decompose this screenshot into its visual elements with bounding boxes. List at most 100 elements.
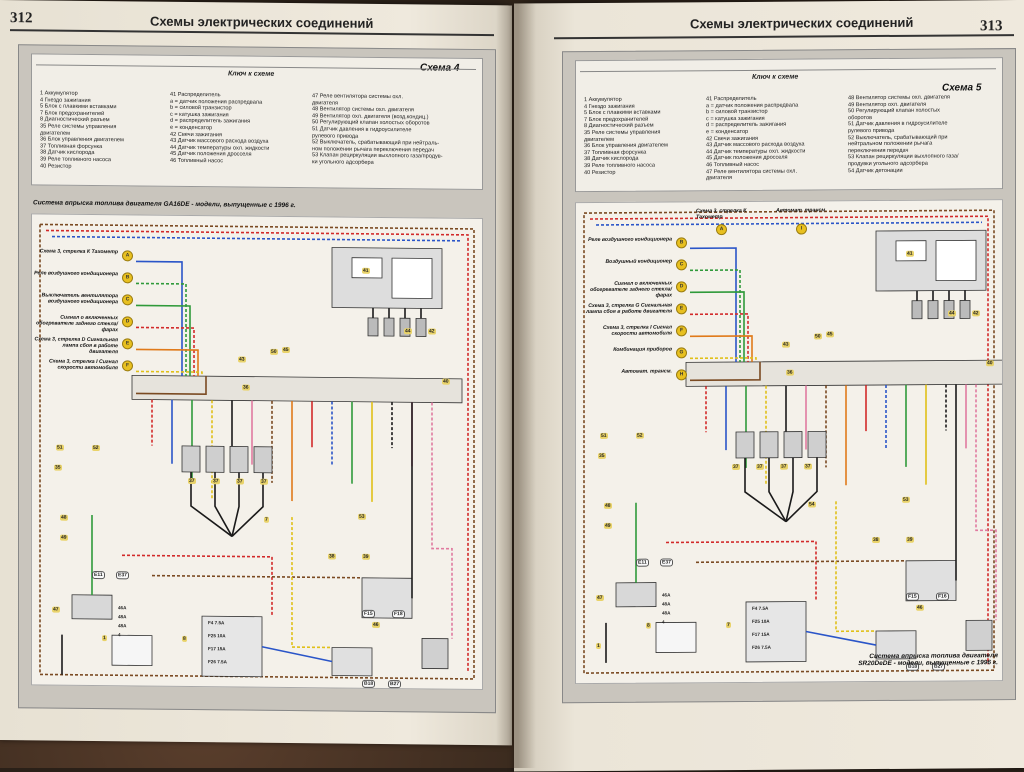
connector-tag: H bbox=[676, 369, 687, 381]
distributor-cap-box bbox=[391, 257, 433, 299]
fusible-link-label: 48A bbox=[118, 623, 127, 629]
component-number: 53 bbox=[902, 496, 910, 503]
signal-label: Реле воздушного кондиционера bbox=[34, 270, 118, 278]
connector-tag: I bbox=[796, 223, 807, 235]
spark-plug-box bbox=[367, 317, 379, 337]
sensor-box bbox=[421, 638, 449, 670]
wire bbox=[690, 313, 749, 362]
component-number: 37 bbox=[260, 478, 268, 485]
component-number: 49 bbox=[604, 522, 612, 529]
ground-label: B27 bbox=[388, 680, 402, 689]
header-rule bbox=[554, 34, 1014, 40]
ground-label: F16 bbox=[936, 592, 949, 601]
key-heading: Ключ к схеме bbox=[752, 73, 799, 81]
component-number: 52 bbox=[636, 432, 644, 439]
component-number: 51 bbox=[56, 444, 64, 451]
sensor-box bbox=[965, 619, 993, 651]
fusible-link-label: 48A bbox=[662, 610, 671, 616]
component-number: 54 bbox=[808, 501, 816, 508]
component-number: 37 bbox=[756, 463, 764, 470]
fuel-injector-box bbox=[205, 445, 225, 473]
component-number: 37 bbox=[804, 463, 812, 470]
fuel-injector-box bbox=[253, 446, 273, 474]
component-number: 47 bbox=[596, 594, 604, 601]
page-number: 313 bbox=[980, 18, 1003, 35]
fuse-label: F4 7.5A bbox=[752, 605, 769, 611]
header-rule bbox=[10, 29, 494, 37]
wire bbox=[666, 540, 817, 602]
component-number: 51 bbox=[600, 432, 608, 439]
wire bbox=[136, 376, 207, 395]
fusible-link-label: 4 bbox=[118, 632, 121, 638]
component-number: 43 bbox=[782, 341, 790, 348]
signal-label: Схема 3, стрелка I Сигнал скорости автом… bbox=[602, 324, 672, 337]
connector-tag: D bbox=[676, 281, 687, 293]
wire bbox=[122, 554, 273, 617]
wire bbox=[690, 291, 745, 362]
wire bbox=[696, 560, 906, 564]
component-number: 48 bbox=[60, 514, 68, 521]
component-number: 43 bbox=[238, 356, 246, 363]
fusible-link-label: 4 bbox=[662, 619, 665, 625]
signal-label: Схема 3, стрелка К Тахометр bbox=[39, 248, 118, 256]
wiring-svg bbox=[39, 223, 475, 680]
wiring-svg bbox=[583, 209, 1002, 674]
component-number: 40 bbox=[442, 378, 450, 385]
component-number: 41 bbox=[906, 250, 914, 257]
ground-label: E11 bbox=[92, 570, 105, 580]
component-number: 42 bbox=[428, 328, 436, 335]
wire bbox=[583, 209, 995, 674]
component-number: 39 bbox=[362, 553, 370, 560]
wire bbox=[690, 335, 753, 362]
signal-label: Схема 3, стрелка G Сигнальная лампа сбоя… bbox=[586, 302, 672, 316]
component-number: 50 bbox=[270, 348, 278, 355]
component-number: 36 bbox=[242, 384, 250, 391]
component-number: 50 bbox=[814, 333, 822, 340]
wire bbox=[805, 630, 877, 646]
relay-box bbox=[331, 647, 373, 677]
component-number: 7 bbox=[264, 516, 269, 523]
connector-tag: F bbox=[676, 325, 687, 337]
component-number: 46 bbox=[916, 604, 924, 611]
wire bbox=[690, 361, 761, 382]
component-number: 8 bbox=[646, 622, 651, 629]
signal-label: Воздушный кондиционер bbox=[605, 258, 672, 265]
wire bbox=[136, 282, 187, 376]
ground-label: E37 bbox=[660, 558, 673, 567]
connector-tag: F bbox=[122, 360, 133, 372]
component-number: 39 bbox=[906, 536, 914, 543]
ground-label: F18 bbox=[392, 610, 405, 619]
connector-tag: E bbox=[676, 303, 687, 315]
signal-label: Схема 3, стрелка D Сигнальная лампа сбоя… bbox=[34, 336, 118, 356]
wire bbox=[291, 517, 332, 649]
connector-tag: G bbox=[676, 347, 687, 359]
connector-tag: D bbox=[122, 316, 133, 328]
wire bbox=[744, 457, 787, 523]
signal-label: Реле воздушного кондиционера bbox=[588, 236, 672, 244]
spark-plug-box bbox=[415, 317, 427, 337]
component-number: 48 bbox=[604, 502, 612, 509]
spark-plug-box bbox=[911, 300, 923, 320]
component-number: 38 bbox=[328, 553, 336, 560]
component-number: 37 bbox=[732, 463, 740, 471]
component-number: 52 bbox=[92, 444, 100, 452]
component-number: 36 bbox=[786, 369, 794, 376]
legend-rule bbox=[36, 64, 476, 70]
connector-tag: C bbox=[122, 294, 133, 306]
key-heading: Ключ к схеме bbox=[228, 70, 275, 78]
legend-entry: 40 Резистор bbox=[584, 169, 616, 176]
component-number: 37 bbox=[236, 478, 244, 485]
component-number: 1 bbox=[102, 635, 107, 642]
wire bbox=[690, 269, 741, 362]
fuse-label: F4 7.5A bbox=[208, 620, 225, 626]
signal-label: Схема 3, стрелка I Сигнал скорости автом… bbox=[48, 358, 118, 372]
diagram-caption: Система впрыска топлива двигателя SR20De… bbox=[858, 652, 998, 668]
fuse-label: F17 15A bbox=[208, 646, 226, 652]
component-number: 40 bbox=[986, 360, 994, 367]
component-number: 42 bbox=[972, 310, 980, 317]
